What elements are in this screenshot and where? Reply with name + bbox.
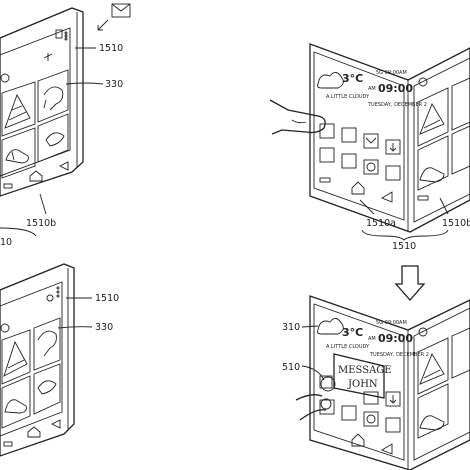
settings-icon xyxy=(418,77,428,87)
menu-icon xyxy=(417,195,429,201)
right-screen xyxy=(413,307,470,461)
label-1510b-top-left: 1510b xyxy=(26,218,56,229)
grid-app-icon xyxy=(341,127,357,143)
panel-bottom-right: 3°C A LITTLE CLOUDY 5G 09:00AM AM 09:00 … xyxy=(282,295,470,470)
weather-desc-top-right: A LITTLE CLOUDY xyxy=(326,94,370,100)
shoe-image xyxy=(419,415,445,431)
camera-icon xyxy=(385,165,401,181)
touch-point xyxy=(320,376,336,392)
settings-icon xyxy=(0,323,10,333)
status-text-bottom-right: 5G 09:00AM xyxy=(376,320,407,326)
mail-envelope-icon xyxy=(111,3,131,18)
label-1510b-top-right: 1510b xyxy=(442,218,470,229)
label-1510-top-left: 1510 xyxy=(99,43,123,54)
food-image xyxy=(37,380,57,395)
date-text-bottom-right: TUESDAY, DECEMBER 2 xyxy=(369,352,429,358)
menu-icon xyxy=(319,177,331,183)
device-right-half xyxy=(0,7,84,197)
date-text-top-right: TUESDAY, DECEMBER 2 xyxy=(367,102,427,108)
home-icon xyxy=(351,181,365,195)
label-1510-top-right: 1510 xyxy=(392,241,416,252)
popup-line-1: MESSAGE xyxy=(338,365,392,376)
label-1510a-top-right: 1510a xyxy=(366,218,396,229)
label-1510-bottom-left: 1510 xyxy=(95,293,119,304)
back-icon xyxy=(58,161,69,171)
contacts-icon xyxy=(341,405,357,421)
device-screen xyxy=(0,27,71,177)
download-icon xyxy=(385,139,401,155)
cloud-icon xyxy=(317,72,344,89)
browser-icon xyxy=(319,399,335,415)
settings-icon xyxy=(418,327,428,337)
home-icon xyxy=(29,170,43,182)
hand-icon xyxy=(269,99,326,135)
settings-icon xyxy=(0,73,10,83)
status-text-top-right: 5G 09:00AM xyxy=(376,70,407,76)
panel-top-left: 1510 330 1510b 10 xyxy=(0,3,131,248)
cloud-icon xyxy=(317,318,344,335)
label-330-top-left: 330 xyxy=(105,79,123,90)
shoe-image xyxy=(419,167,445,183)
hand-icon xyxy=(295,394,327,421)
food-image xyxy=(45,132,65,147)
cake-image xyxy=(3,340,28,377)
mail-app-icon xyxy=(363,133,379,149)
cake-image xyxy=(419,352,445,385)
trash-icon xyxy=(55,29,63,39)
cake-image xyxy=(4,93,31,129)
clock-text-bottom-right: 09:00 xyxy=(378,332,413,345)
settings-icon xyxy=(363,159,379,175)
device-screen xyxy=(0,281,63,437)
clock-text-top-right: 09:00 xyxy=(378,82,413,95)
browser-icon xyxy=(319,147,335,163)
share-icon xyxy=(43,53,53,61)
cake-image xyxy=(419,102,445,135)
mail-app-icon xyxy=(363,391,379,405)
shoe-image xyxy=(4,399,27,414)
panel-top-right: 3°C A LITTLE CLOUDY 5G 09:00AM AM 09:00 … xyxy=(269,43,470,252)
back-icon xyxy=(50,419,61,429)
label-510-bottom-right: 510 xyxy=(282,362,300,373)
contacts-icon xyxy=(341,153,357,169)
weather-desc-bottom-right: A LITTLE CLOUDY xyxy=(326,344,370,350)
shoe-image xyxy=(5,149,29,164)
label-310-bottom-right: 310 xyxy=(282,322,300,333)
pig-image xyxy=(37,330,57,357)
back-icon xyxy=(380,191,393,203)
temp-text-bottom-right: 3°C xyxy=(342,326,363,339)
home-icon xyxy=(27,426,41,438)
left-screen xyxy=(313,51,405,221)
camera-icon xyxy=(385,417,401,433)
pig-image xyxy=(43,86,64,111)
panel-bottom-left: 1510 330 xyxy=(0,263,119,457)
ampm-text-bottom-right: AM xyxy=(368,336,376,342)
home-icon xyxy=(351,433,365,447)
settings-icon xyxy=(363,411,379,427)
photo-icon xyxy=(319,375,333,389)
down-arrow-icon xyxy=(394,265,426,301)
right-screen xyxy=(413,57,470,223)
label-10-top-left: 10 xyxy=(0,237,12,248)
popup-line-2: JOHN xyxy=(347,379,378,390)
back-icon xyxy=(380,443,393,455)
left-screen xyxy=(313,303,405,461)
device-right-half xyxy=(0,263,75,457)
label-330-bottom-left: 330 xyxy=(95,322,113,333)
menu-icon xyxy=(3,441,13,447)
temp-text-top-right: 3°C xyxy=(342,72,363,85)
message-popup xyxy=(333,353,385,399)
download-icon xyxy=(385,391,401,407)
menu-icon xyxy=(3,183,13,189)
ampm-text-top-right: AM xyxy=(368,86,376,92)
